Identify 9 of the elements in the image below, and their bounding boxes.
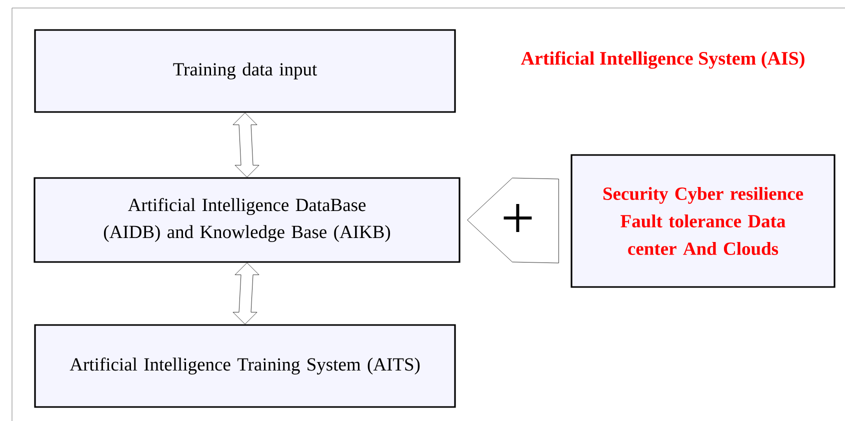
block-arrow (467, 178, 559, 264)
process-box: Training data input (34, 29, 456, 113)
double-arrow (232, 262, 260, 324)
diagram-title: Artificial Intelligence System (AIS) (521, 51, 804, 69)
edge-label: + (504, 204, 532, 232)
process-box: Artificial Intelligence DataBase (AIDB) and Knowledge Base (AIKB) (34, 177, 460, 263)
double-arrow (232, 112, 260, 178)
process-box: Artificial Intelligence Training System (AITS) (34, 324, 456, 408)
requirements-box: Security Cyber resilience Fault tolerance Data center And Clouds (570, 154, 836, 288)
